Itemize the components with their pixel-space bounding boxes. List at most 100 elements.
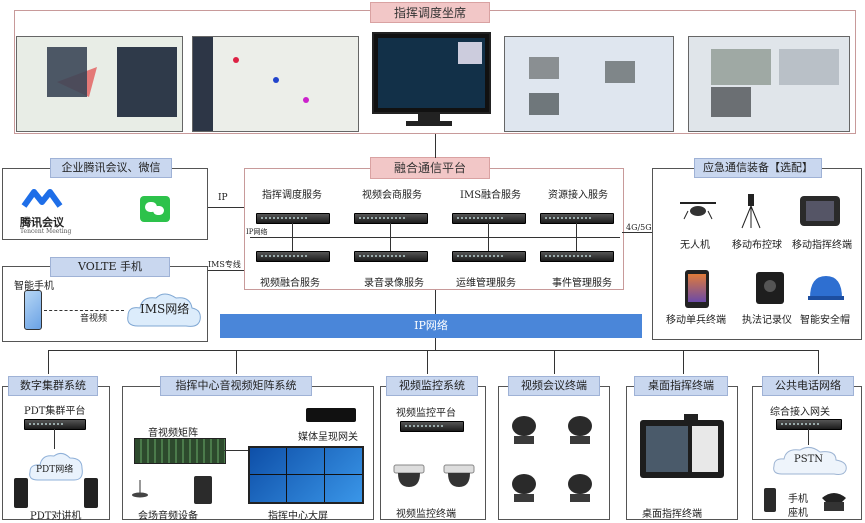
media-gateway-icon [306,408,356,422]
video-mon-platform-label: 视频监控平台 [396,408,456,419]
pstn-label: PSTN [794,454,823,465]
pdt-net-label: PDT网络 [36,465,74,475]
landline-label: 座机 [788,508,808,519]
video-wall-label: 指挥中心大屏 [268,511,328,522]
desktop-title: 桌面指挥终端 [634,376,728,396]
smart-helmet-label: 智能安全帽 [800,315,850,326]
net-4g5g-label: 4G/5G [626,223,652,232]
bottom-bus [48,350,818,351]
screenshot-map-2 [192,36,359,132]
command-seat-title: 指挥调度坐席 [370,2,490,23]
volte-title: VOLTE 手机 [50,257,170,277]
monitor-stand [418,112,440,122]
public-title: 公共电话网络 [762,376,854,396]
media-gateway-label: 媒体呈现网关 [298,432,358,443]
desktop-terminal-icon [640,420,724,478]
monitor-base [406,121,452,126]
dome-camera-2 [442,463,476,489]
single-soldier-icon [685,270,709,308]
mobile-terminal-label: 移动指挥终端 [792,240,852,251]
av-label: 音视频 [80,314,108,324]
speaker-icon [194,476,212,504]
smart-helmet-icon [808,274,844,302]
matrix-device [134,438,226,464]
platform-ip-line [250,237,620,238]
emergency-title: 应急通信装备【选配】 [694,158,822,178]
ip-link-label: IP [218,193,228,203]
platform-panel [244,168,624,290]
screenshot-map-3 [504,36,674,132]
server-6 [354,251,428,262]
screenshot-map-1 [16,36,183,132]
pstn-cloud [770,442,850,478]
service-event: 事件管理服务 [552,278,612,289]
video-wall [248,446,364,504]
ip-network-label: IP网络 [414,319,448,332]
matrix-label: 音视频矩阵 [148,428,198,439]
tencent-meeting-logo [20,188,64,214]
center-title: 指挥中心音视频矩阵系统 [160,376,312,396]
service-ims: IMS融合服务 [460,190,522,201]
conf-camera-1 [506,412,542,446]
service-recording: 录音录像服务 [364,278,424,289]
server-4 [540,213,614,224]
tencent-meeting-label: 腾讯会议 [20,216,64,229]
pdt-device-label: PDT对讲机 [30,511,82,522]
service-video-fusion: 视频融合服务 [260,278,320,289]
single-soldier-label: 移动单兵终端 [666,315,726,326]
pdt-radio-icon-1 [14,478,28,508]
service-video-consult: 视频会商服务 [362,190,422,201]
bodycam-label: 执法记录仪 [742,315,792,326]
mobile-phone-label: 手机 [788,494,808,505]
server-3 [452,213,526,224]
conf-camera-2 [562,412,598,446]
server-5 [256,251,330,262]
tencent-meeting-en: Tencent Meeting [20,228,72,235]
digital-title: 数字集群系统 [8,376,98,396]
server-8 [540,251,614,262]
landline-icon [820,490,848,512]
conf-camera-4 [562,470,598,504]
mobile-terminal-icon [800,196,840,226]
service-ops: 运维管理服务 [456,278,516,289]
platform-ip-label: IP网络 [246,228,268,236]
video-mon-server [400,421,464,432]
pdt-radio-icon-2 [84,478,98,508]
pdt-platform-label: PDT集群平台 [24,406,86,417]
pdt-server [24,419,86,430]
pdt-cloud [28,448,84,484]
service-dispatch: 指挥调度服务 [262,190,322,201]
platform-title: 融合通信平台 [370,157,490,179]
conf-audio-label: 会场音频设备 [138,511,198,522]
enterprise-title: 企业腾讯会议、微信 [50,158,172,178]
monitor-display [372,32,491,114]
enterprise-panel [2,168,208,240]
service-resource: 资源接入服务 [548,190,608,201]
screenshot-video-call [688,36,850,132]
gateway-label: 综合接入网关 [770,407,830,418]
video-mon-panel [380,386,486,520]
server-2 [354,213,428,224]
video-mon-device-label: 视频监控终端 [396,509,456,520]
camera-ball-icon [740,194,762,230]
drone-label: 无人机 [680,240,710,251]
video-mon-title: 视频监控系统 [386,376,478,396]
mobile-phone-icon [764,488,776,512]
wechat-icon [140,196,170,222]
ims-link-label: IMS专线 [208,260,241,269]
server-1 [256,213,330,224]
drone-icon [678,199,718,221]
microphone-icon [130,478,150,498]
video-conf-title: 视频会议终端 [508,376,600,396]
ims-cloud [124,288,204,332]
ims-cloud-label: IMS网络 [140,302,190,316]
gateway-device [776,419,842,430]
smartphone-label: 智能手机 [14,281,54,292]
bodycam-icon [756,272,784,304]
ip-network-bar: IP网络 [220,314,642,338]
desktop-device-label: 桌面指挥终端 [642,509,702,520]
camera-ball-label: 移动布控球 [732,240,782,251]
av-dashed-line [44,310,124,311]
conf-camera-3 [506,470,542,504]
smartphone-icon [24,290,42,330]
